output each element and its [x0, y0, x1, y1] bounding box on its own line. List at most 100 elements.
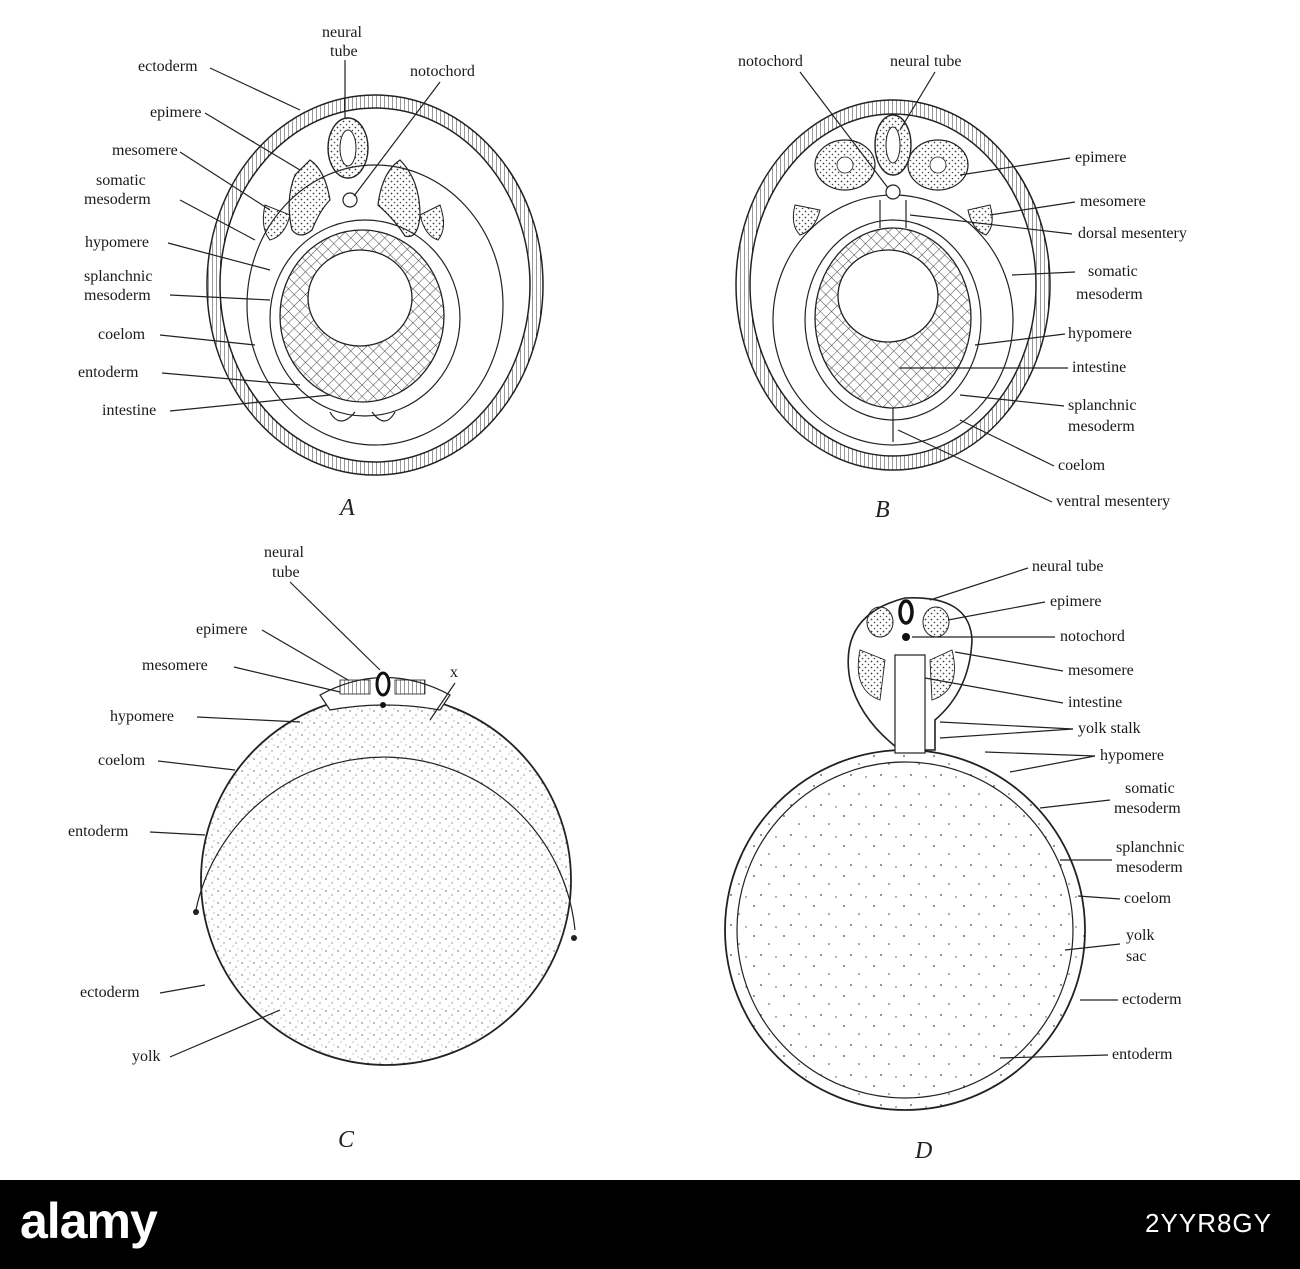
label-c-neural-tube-2: tube	[272, 564, 300, 581]
panel-b-notochord	[885, 184, 901, 200]
panel-d-neural-tube	[898, 599, 914, 625]
panel-a-somatic-wall	[246, 164, 504, 446]
label-b-intestine: intestine	[1072, 359, 1126, 376]
label-b-mesomere: mesomere	[1080, 193, 1146, 210]
embryo-diagram: neural tube notochord ectoderm epimere m…	[68, 24, 1187, 1164]
panel-d-right-mesomere	[929, 649, 955, 701]
label-a-somatic-1: somatic	[96, 172, 146, 189]
label-d-yolk-sac-2: sac	[1126, 948, 1146, 965]
label-a-epimere: epimere	[150, 104, 202, 121]
label-d-hypomere: hypomere	[1100, 747, 1164, 764]
panel-d-right-epimere	[922, 606, 950, 638]
label-c-mesomere: mesomere	[142, 657, 208, 674]
image-id: 2YYR8GY	[1145, 1208, 1272, 1238]
panel-d-notochord	[902, 633, 910, 641]
panel-d-left-mesomere	[857, 649, 886, 701]
label-c-hypomere: hypomere	[110, 708, 174, 725]
panel-d-left-epimere	[866, 606, 894, 638]
label-b-hypomere: hypomere	[1068, 325, 1132, 342]
label-d-splanchnic-1: splanchnic	[1116, 839, 1184, 856]
panel-a-intestine-lumen	[307, 249, 413, 347]
panel-c-right-edge	[571, 935, 577, 941]
label-c-yolk: yolk	[132, 1048, 160, 1065]
label-b-neural-tube: neural tube	[890, 53, 962, 70]
label-b-dorsal-mesentery: dorsal mesentery	[1078, 225, 1187, 242]
panel-a-left-mesomere	[262, 204, 291, 241]
panel-c-mesoderm-line	[194, 756, 576, 931]
label-a-somatic-2: mesoderm	[84, 191, 151, 208]
panel-c-neural-tube	[375, 671, 391, 697]
label-b-splanchnic-2: mesoderm	[1068, 418, 1135, 435]
label-a-ectoderm: ectoderm	[138, 58, 198, 75]
label-b-epimere: epimere	[1075, 149, 1127, 166]
label-b-ventral-mesentery: ventral mesentery	[1056, 493, 1170, 510]
watermark-bar: alamy 2YYR8GY	[0, 1180, 1300, 1269]
label-c-epimere: epimere	[196, 621, 248, 638]
panel-b: notochord neural tube epimere mesomere d…	[735, 53, 1187, 523]
caption-a: A	[338, 495, 355, 521]
label-a-splanchnic-1: splanchnic	[84, 268, 152, 285]
panel-b-intestine-lumen	[837, 249, 939, 343]
panel-c: neural tube epimere mesomere hypomere x …	[68, 544, 577, 1153]
label-a-coelom: coelom	[98, 326, 146, 343]
panel-c-left-edge	[193, 909, 199, 915]
label-d-epimere: epimere	[1050, 593, 1102, 610]
panel-a-left-somite	[288, 159, 331, 236]
label-a-hypomere: hypomere	[85, 234, 149, 251]
panel-a-notochord	[342, 192, 358, 208]
panel-a-neural-canal	[339, 129, 357, 167]
panel-a-right-mesomere	[419, 204, 444, 241]
label-a-splanchnic-2: mesoderm	[84, 287, 151, 304]
label-a-mesomere: mesomere	[112, 142, 178, 159]
panel-d-yolk-stalk	[894, 654, 926, 754]
panel-a-ventral-fold	[329, 411, 396, 422]
label-a-intestine: intestine	[102, 402, 156, 419]
caption-d: D	[914, 1138, 932, 1164]
panel-a-splanchnic-wall	[269, 219, 461, 417]
label-d-yolk-sac-1: yolk	[1126, 927, 1154, 944]
label-d-entoderm: entoderm	[1112, 1046, 1173, 1063]
caption-b: B	[875, 497, 890, 523]
label-d-coelom: coelom	[1124, 890, 1172, 907]
alamy-logo: alamy	[20, 1193, 158, 1249]
label-d-yolk-stalk: yolk stalk	[1078, 720, 1141, 737]
label-c-x: x	[450, 664, 458, 681]
panel-b-right-mesomere	[967, 204, 993, 236]
label-b-splanchnic-1: splanchnic	[1068, 397, 1136, 414]
label-a-entoderm: entoderm	[78, 364, 139, 381]
panel-a: neural tube notochord ectoderm epimere m…	[78, 24, 544, 521]
panel-b-right-myocoel	[929, 156, 947, 174]
label-c-neural-tube-1: neural	[264, 544, 305, 561]
label-d-intestine: intestine	[1068, 694, 1122, 711]
panel-b-dorsal-mesentery	[879, 200, 907, 228]
panel-b-left-mesomere	[792, 204, 821, 236]
label-d-mesomere: mesomere	[1068, 662, 1134, 679]
label-d-neural-tube: neural tube	[1032, 558, 1104, 575]
panel-a-right-somite	[377, 159, 421, 238]
label-d-ectoderm: ectoderm	[1122, 991, 1182, 1008]
caption-c: C	[338, 1127, 355, 1153]
label-d-splanchnic-2: mesoderm	[1116, 859, 1183, 876]
panel-c-yolk	[200, 694, 572, 1066]
label-c-ectoderm: ectoderm	[80, 984, 140, 1001]
label-c-entoderm: entoderm	[68, 823, 129, 840]
panel-c-left-somites	[339, 679, 371, 695]
panel-b-left-myocoel	[836, 156, 854, 174]
panel-d-yolk-sac	[724, 749, 1086, 1111]
label-b-coelom: coelom	[1058, 457, 1106, 474]
label-b-somatic-1: somatic	[1088, 263, 1138, 280]
panel-c-right-somites	[394, 679, 426, 695]
panel-c-notochord	[380, 702, 386, 708]
label-d-notochord: notochord	[1060, 628, 1125, 645]
label-b-somatic-2: mesoderm	[1076, 286, 1143, 303]
panel-d-inner-wall	[736, 761, 1074, 1099]
panel-d: neural tube epimere notochord mesomere i…	[724, 558, 1184, 1164]
label-c-coelom: coelom	[98, 752, 146, 769]
label-d-somatic-2: mesoderm	[1114, 800, 1181, 817]
label-d-somatic-1: somatic	[1125, 780, 1175, 797]
label-a-neural-tube-1: neural	[322, 24, 363, 41]
label-b-notochord: notochord	[738, 53, 803, 70]
panel-b-neural-canal	[885, 126, 901, 164]
label-a-neural-tube-2: tube	[330, 43, 358, 60]
label-a-notochord: notochord	[410, 63, 475, 80]
